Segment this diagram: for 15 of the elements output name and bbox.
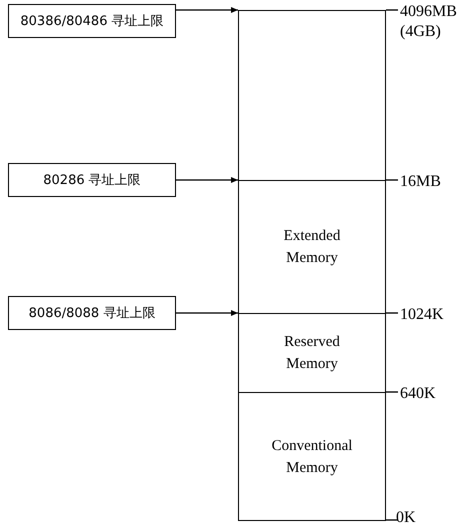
address-label: 0K (396, 508, 416, 527)
address-label: 4096MB (4GB) (400, 2, 458, 42)
arrow (176, 177, 238, 183)
address-label: 640K (400, 384, 436, 404)
label-box: 8086/8088 寻址上限 (8, 296, 176, 330)
memory-segment: Reserved Memory (238, 313, 386, 393)
memory-segment (238, 10, 386, 181)
label-box: 80386/80486 寻址上限 (8, 4, 176, 38)
arrow (176, 310, 238, 316)
label-box: 80286 寻址上限 (8, 163, 176, 197)
address-label: 16MB (400, 172, 441, 192)
memory-segment: Conventional Memory (238, 392, 386, 521)
address-label: 1024K (400, 305, 444, 325)
arrow (176, 7, 238, 13)
memory-segment: Extended Memory (238, 180, 386, 314)
